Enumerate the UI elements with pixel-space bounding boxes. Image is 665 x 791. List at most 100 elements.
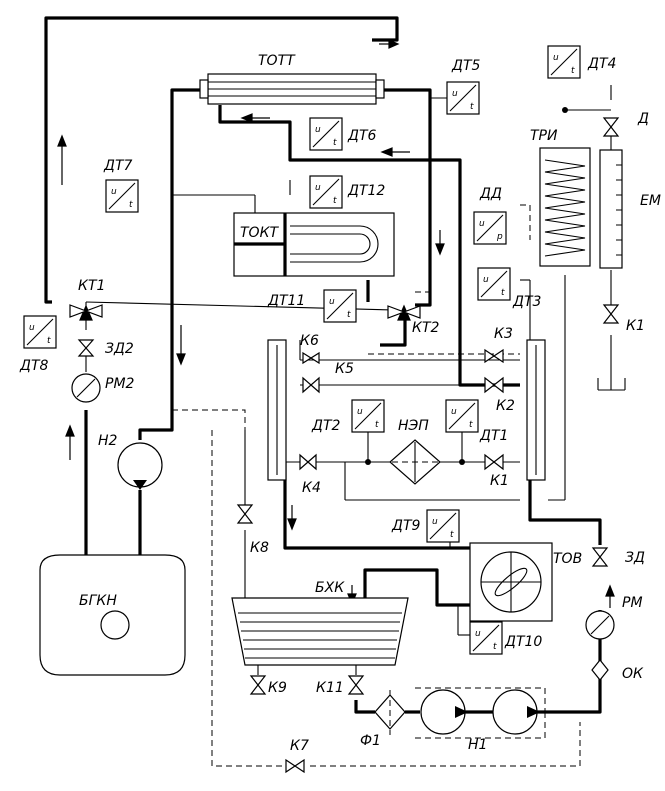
sensor-symbol-top: u [452, 89, 458, 99]
zd2-label: ЗД2 [105, 341, 134, 357]
sensor-symbol-top: u [315, 183, 321, 193]
k3-label: К3 [494, 326, 513, 342]
sensor-symbol-bottom: t [375, 420, 379, 430]
tri-heater [539, 147, 591, 267]
tokt-label: ТОКТ [240, 225, 280, 241]
dt10-label: ДТ10 [504, 634, 542, 650]
dt7-sensor [105, 179, 139, 213]
flow-meters [71, 373, 615, 681]
sensor-symbol-bottom: t [469, 420, 473, 430]
sensor-symbol-bottom: t [333, 196, 337, 206]
nep-filter [365, 439, 465, 485]
dt5-label: ДТ5 [451, 58, 480, 74]
rm2-label: РМ2 [105, 376, 135, 392]
dt11-label: ДТ11 [267, 293, 305, 309]
dt10-sensor [469, 621, 503, 655]
dt9-sensor [426, 509, 460, 543]
pumps [117, 442, 540, 735]
dt2-sensor [351, 399, 385, 433]
dt1-label: ДТ1 [479, 428, 508, 444]
k9-label: К9 [268, 680, 287, 696]
k5-label: К5 [335, 361, 354, 377]
manifolds [267, 339, 546, 481]
k6-label: К6 [300, 333, 319, 349]
tov-fan-cooler [469, 542, 553, 622]
sensor-symbol-top: u [111, 187, 117, 197]
drain-dashed-lines [172, 204, 581, 767]
dt4-sensor [547, 45, 581, 79]
k8-label: К8 [250, 540, 269, 556]
bhk-label: БХК [315, 580, 345, 596]
dt11-sensor [323, 289, 357, 323]
nep-label: НЭП [398, 418, 429, 434]
k11-label: К11 [316, 680, 344, 696]
f1-filter [374, 690, 406, 735]
sensor-symbol-top: u [483, 275, 489, 285]
rm-label: РМ [622, 595, 643, 611]
dt7-label: ДТ7 [103, 158, 132, 174]
sensor-symbol-bottom: t [129, 200, 133, 210]
zd-label: ЗД [625, 550, 645, 566]
em-label-partial: ЕМ [640, 193, 661, 209]
k4-label: К4 [302, 480, 321, 496]
sensor-symbol-bottom: t [333, 138, 337, 148]
dt8-label: ДТ8 [19, 358, 48, 374]
dt1-sensor [445, 399, 479, 433]
sensor-symbol-bottom: t [347, 310, 351, 320]
sensor-symbol-top: u [357, 407, 363, 417]
sensor-symbol-bottom: t [470, 102, 474, 112]
f1-label: Ф1 [360, 733, 381, 749]
k1-partial-label: К1 [626, 318, 645, 334]
tokt-heat-exchanger [233, 212, 395, 277]
dd-sensor [473, 211, 507, 245]
kt1-label: КТ1 [78, 278, 105, 294]
dt3-label: ДТ3 [512, 294, 541, 310]
dt2-label: ДТ2 [311, 418, 340, 434]
ok-label: ОК [622, 666, 644, 682]
dt12-sensor [309, 175, 343, 209]
bhk-tank [231, 597, 409, 666]
dt6-label: ДТ6 [347, 128, 376, 144]
dt5-sensor [446, 81, 480, 115]
bgkn-tank [39, 554, 186, 676]
sensor-symbol-bottom: t [493, 642, 497, 652]
em-measuring-vessel [562, 107, 623, 269]
tov-label: ТОВ [553, 551, 582, 567]
main-pipelines [44, 16, 602, 714]
sensor-symbol-top: u [451, 407, 457, 417]
k1-label: К1 [490, 473, 509, 489]
sensor-labels: ДТ4 ДТ5 ДТ6 ДТ7 ДТ12 ДТ3 ДТ11 ДТ8 ДТ2 ДТ… [19, 56, 616, 650]
dd-label: ДД [479, 186, 502, 202]
k2-label: К2 [496, 398, 515, 414]
valve-symbols [69, 117, 620, 774]
n1-label: Н1 [468, 737, 487, 753]
component-labels: ТОТТ ТОКТ ТРИ Д ЕМ БГКН БХК ТОВ НЭП Н1 Н… [79, 53, 661, 753]
k7-label: К7 [290, 738, 309, 754]
sensor-symbol-bottom: t [501, 288, 505, 298]
sensor-symbol-top: u [553, 53, 559, 63]
bgkn-label: БГКН [79, 593, 117, 609]
dt6-sensor [309, 117, 343, 151]
kt2-label: КТ2 [412, 320, 439, 336]
sensor-symbol-top: u [29, 323, 35, 333]
n2-label: Н2 [98, 433, 118, 449]
sensor-symbol-top: u [479, 219, 485, 229]
sensor-symbols: u t u t u t u t u t u p u t u t u t u t … [29, 53, 575, 652]
tri-label: ТРИ [530, 128, 558, 144]
tott-heat-exchanger [199, 73, 385, 105]
dt3-sensor [477, 267, 511, 301]
dt9-label: ДТ9 [391, 518, 420, 534]
sensor-symbol-top: u [432, 517, 438, 527]
tott-label: ТОТТ [258, 53, 296, 69]
sensor-symbol-bottom: t [450, 530, 454, 540]
sensor-symbol-bottom: t [47, 336, 51, 346]
sensor-symbol-bottom: t [571, 66, 575, 76]
d-label-partial: Д [637, 111, 649, 127]
sensor-symbol-top: u [475, 629, 481, 639]
dt8-sensor [23, 315, 57, 349]
sensor-symbol-top: u [315, 125, 321, 135]
dt12-label: ДТ12 [347, 183, 385, 199]
valve-labels: КТ1 КТ2 К1 К2 К3 К4 К5 К6 К7 К8 К9 К11 К… [78, 278, 645, 754]
sensor-symbol-pressure: p [496, 232, 503, 242]
